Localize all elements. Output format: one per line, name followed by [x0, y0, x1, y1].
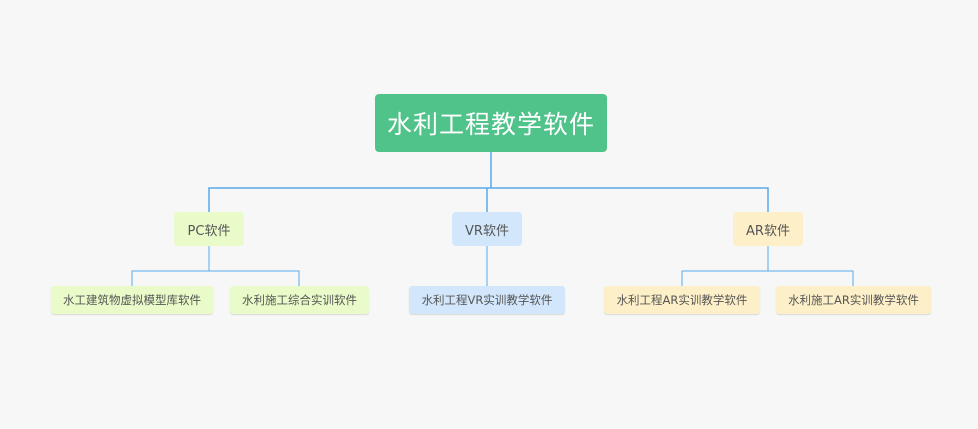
branch-node-ar[interactable]: AR软件 [733, 212, 803, 246]
connector-pc-children [131, 246, 300, 286]
connector-ar-children [681, 246, 854, 286]
connector-root-to-branches [208, 152, 769, 212]
leaf-node-pc-1[interactable]: 水工建筑物虚拟模型库软件 [51, 286, 213, 314]
leaf-node-ar-2[interactable]: 水利施工AR实训教学软件 [776, 286, 931, 314]
branch-node-pc[interactable]: PC软件 [174, 212, 244, 246]
leaf-node-ar-1[interactable]: 水利工程AR实训教学软件 [604, 286, 760, 314]
leaf-node-vr-1[interactable]: 水利工程VR实训教学软件 [409, 286, 565, 314]
leaf-node-pc-2[interactable]: 水利施工综合实训软件 [230, 286, 369, 314]
branch-node-vr[interactable]: VR软件 [452, 212, 522, 246]
root-node[interactable]: 水利工程教学软件 [375, 94, 607, 152]
